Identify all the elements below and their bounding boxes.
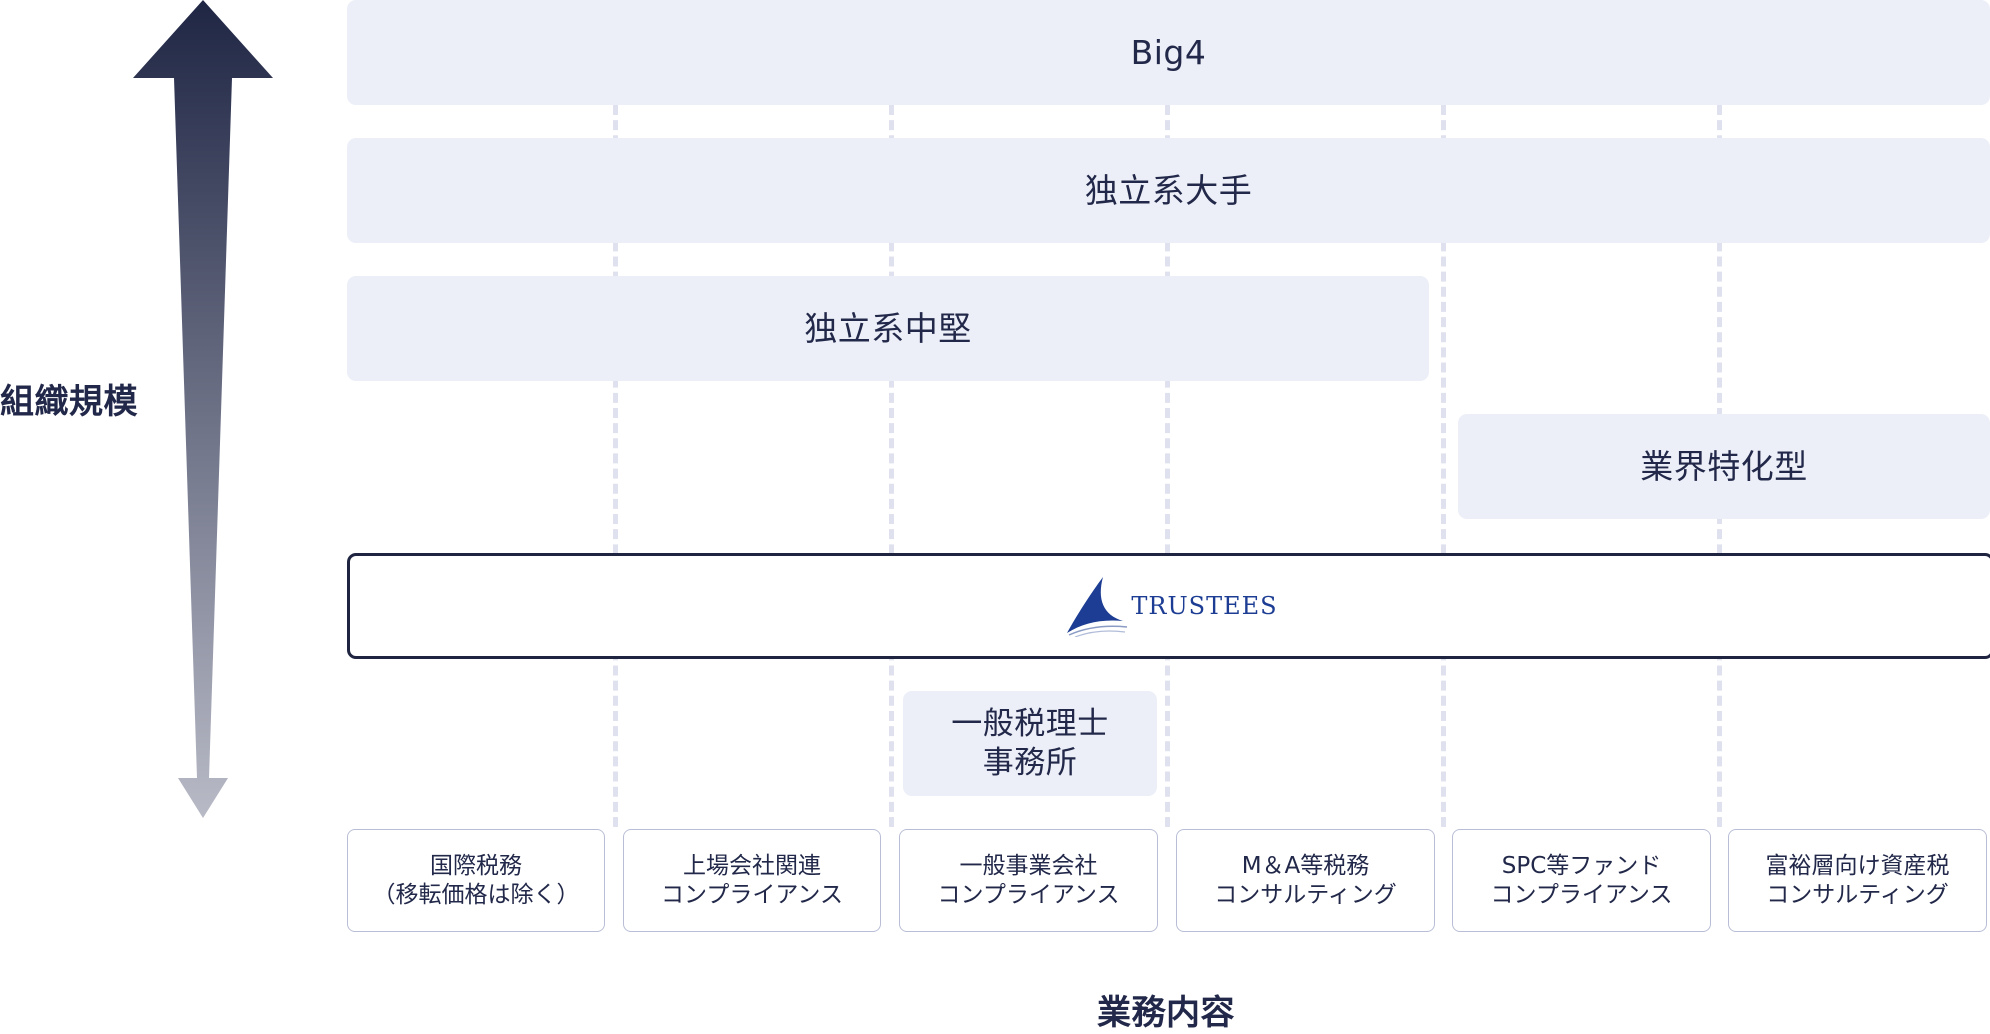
trustees-row: TRUSTEES bbox=[347, 553, 1990, 659]
column-divider bbox=[613, 105, 618, 827]
tier-independent-large-label: 独立系大手 bbox=[1084, 170, 1253, 210]
category-line: 一般事業会社 bbox=[959, 853, 1098, 880]
column-divider bbox=[889, 105, 894, 827]
category-line: 上場会社関連 bbox=[683, 853, 821, 880]
tier-industry-specialized-label: 業界特化型 bbox=[1640, 446, 1808, 486]
category-line: 国際税務 bbox=[430, 853, 522, 880]
category-line: SPC等ファンド bbox=[1501, 853, 1662, 880]
x-axis-label: 業務内容 bbox=[1097, 993, 1235, 1033]
trustees-logo-wordmark: TRUSTEES bbox=[1131, 592, 1278, 620]
category-line: コンプライアンス bbox=[661, 881, 843, 908]
tier-independent-mid: 独立系中堅 bbox=[347, 276, 1429, 381]
tier-independent-mid-label: 独立系中堅 bbox=[804, 308, 972, 348]
column-divider bbox=[1441, 105, 1446, 827]
tier-big4-label: Big4 bbox=[1130, 32, 1207, 72]
category-ma-tax: M＆A等税務 コンサルティング bbox=[1176, 829, 1435, 932]
tier-independent-large: 独立系大手 bbox=[347, 138, 1990, 243]
tier-industry-specialized: 業界特化型 bbox=[1458, 414, 1990, 519]
column-divider bbox=[1165, 105, 1170, 827]
category-line: コンプライアンス bbox=[937, 881, 1120, 908]
category-line: コンサルティング bbox=[1214, 881, 1397, 908]
y-axis-label: 組織規模 bbox=[0, 382, 138, 422]
category-line: コンサルティング bbox=[1766, 881, 1949, 908]
size-arrow bbox=[133, 0, 273, 818]
category-general-business: 一般事業会社 コンプライアンス bbox=[899, 829, 1158, 932]
category-spc-fund: SPC等ファンド コンプライアンス bbox=[1452, 829, 1711, 932]
tier-general-line-1: 一般税理士 bbox=[951, 705, 1109, 742]
sail-logo-icon bbox=[1067, 577, 1128, 637]
category-international-tax: 国際税務 （移転価格は除く） bbox=[347, 829, 605, 932]
category-line: （移転価格は除く） bbox=[372, 881, 580, 908]
category-listed-company: 上場会社関連 コンプライアンス bbox=[623, 829, 881, 932]
category-wealth-asset-tax: 富裕層向け資産税 コンサルティング bbox=[1728, 829, 1987, 932]
tier-general-tax-office: 一般税理士 事務所 bbox=[903, 691, 1157, 796]
category-line: M＆A等税務 bbox=[1241, 853, 1370, 880]
tier-big4: Big4 bbox=[347, 0, 1990, 105]
trustees-logo: TRUSTEES bbox=[1063, 575, 1277, 637]
tier-general-line-2: 事務所 bbox=[982, 744, 1078, 781]
category-line: 富裕層向け資産税 bbox=[1765, 853, 1950, 880]
category-line: コンプライアンス bbox=[1490, 881, 1673, 908]
